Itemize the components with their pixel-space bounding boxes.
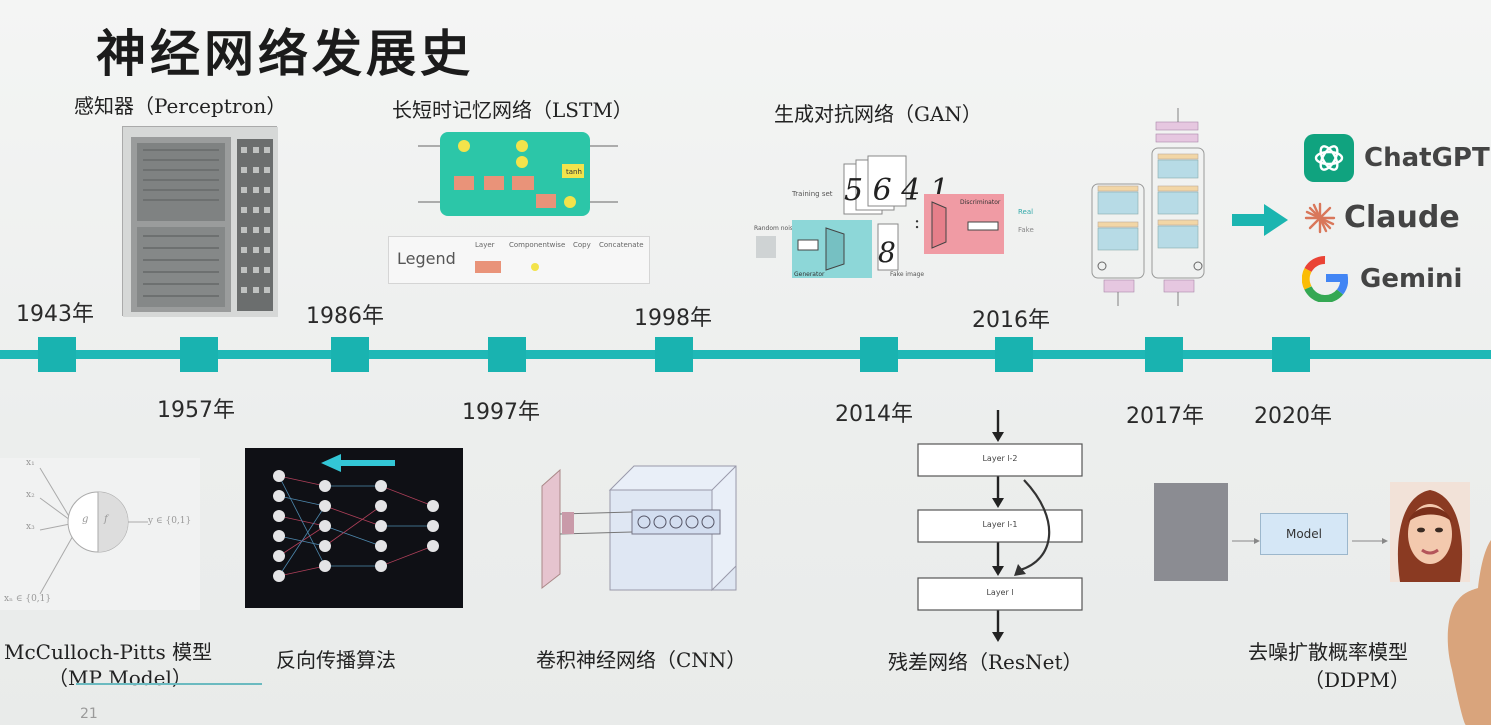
legend-item-layer: Layer: [475, 241, 495, 249]
ddpm-noise-image: [1154, 483, 1228, 581]
mp-act-f: f: [104, 514, 108, 525]
gan-diagram: Training set 5 6 4 1 Random noise Genera…: [752, 152, 1033, 282]
gan-fake-digit: 8: [878, 236, 896, 269]
timeline-node: [1272, 337, 1310, 372]
mp-neuron-diagram: x₁ x₂ x₃ xₙ ∈ {0,1} g f y ∈ {0,1}: [0, 458, 200, 610]
timeline-node: [655, 337, 693, 372]
cnn-label: 卷积神经网络（CNN）: [536, 648, 747, 672]
year-1957: 1957年: [157, 398, 235, 423]
mp-input-3: x₃: [26, 522, 35, 532]
ddpm-arrow-1: [1232, 530, 1260, 549]
mp-input-n: xₙ ∈ {0,1}: [4, 594, 52, 604]
svg-text::: :: [914, 212, 920, 233]
perceptron-label: 感知器（Perceptron）: [74, 94, 287, 118]
backprop-label: 反向传播算法: [276, 648, 396, 672]
gemini-name: Gemini: [1360, 264, 1463, 294]
ddpm-arrow-2: [1352, 530, 1388, 549]
year-1997: 1997年: [462, 400, 540, 425]
year-1943: 1943年: [16, 302, 94, 327]
mp-underline: [76, 683, 262, 685]
legend-layer-swatch: [475, 261, 501, 273]
mp-model-label-line2: （MP Model）: [48, 666, 192, 690]
perceptron-machine-image: [122, 126, 278, 317]
gemini-brand: Gemini: [1301, 256, 1463, 304]
legend-pointwise-swatch: [531, 263, 539, 271]
right-arrow-icon: [1232, 204, 1288, 240]
timeline-bar: [0, 350, 1491, 359]
claude-brand: Claude: [1304, 200, 1460, 235]
lstm-legend-title: Legend: [397, 249, 456, 268]
lstm-label: 长短时记忆网络（LSTM）: [392, 98, 633, 122]
gan-noise-label: Random noise: [754, 225, 797, 232]
claude-logo-icon: [1304, 202, 1336, 234]
lstm-legend: Legend Layer Componentwise Copy Concaten…: [388, 236, 650, 284]
legend-item-componentwise: Componentwise: [509, 241, 566, 249]
timeline-node: [1145, 337, 1183, 372]
year-1998: 1998年: [634, 306, 712, 331]
year-2017: 2017年: [1126, 404, 1204, 429]
timeline-node: [488, 337, 526, 372]
ddpm-label-line1: 去噪扩散概率模型: [1248, 640, 1408, 664]
resnet-layer-l-2: Layer l-2: [982, 454, 1018, 463]
gan-label: 生成对抗网络（GAN）: [774, 102, 982, 126]
ddpm-generated-face-image: [1390, 482, 1470, 582]
gan-fake-image-label: Fake image: [890, 271, 924, 278]
year-1986: 1986年: [306, 304, 384, 329]
chatgpt-name: ChatGPT: [1364, 143, 1490, 173]
chatgpt-brand: ChatGPT: [1304, 134, 1490, 182]
gan-generator-label: Generator: [794, 271, 825, 278]
backprop-network-image: [245, 448, 463, 608]
mp-output: y ∈ {0,1}: [148, 516, 192, 526]
ddpm-model-box: Model: [1260, 513, 1348, 555]
timeline-node: [331, 337, 369, 372]
resnet-block-diagram: Layer l-2 Layer l-1 Layer l: [912, 410, 1088, 646]
year-2020: 2020年: [1254, 404, 1332, 429]
legend-item-concatenate: Concatenate: [599, 241, 644, 249]
ddpm-label-line2: （DDPM）: [1304, 668, 1411, 692]
timeline-node: [995, 337, 1033, 372]
cnn-diagram: [536, 462, 742, 592]
timeline-node: [180, 337, 218, 372]
page-number: 21: [80, 706, 98, 722]
legend-item-copy: Copy: [573, 241, 591, 249]
chatgpt-logo-icon: [1304, 134, 1354, 182]
resnet-layer-l: Layer l: [986, 588, 1014, 597]
mp-model-label-line1: McCulloch-Pitts 模型: [4, 640, 213, 664]
gan-fake-label: Fake: [1018, 226, 1034, 234]
google-g-logo-icon: [1301, 256, 1349, 304]
page-title: 神经网络发展史: [96, 25, 474, 83]
gan-training-set: Training set: [791, 190, 833, 198]
ddpm-model-label: Model: [1285, 527, 1323, 541]
resnet-label: 残差网络（ResNet）: [888, 650, 1083, 674]
lstm-cell-diagram: tanh: [418, 118, 618, 228]
lstm-tanh-label: tanh: [566, 168, 582, 176]
gan-real-label: Real: [1018, 208, 1034, 216]
gan-discriminator-label: Discriminator: [960, 199, 1001, 206]
mp-sum-g: g: [82, 514, 89, 525]
year-2014: 2014年: [835, 402, 913, 427]
mp-input-1: x₁: [26, 458, 35, 468]
claude-name: Claude: [1344, 200, 1460, 235]
timeline-node: [38, 337, 76, 372]
presenter-hand: [1444, 540, 1491, 725]
year-2016: 2016年: [972, 308, 1050, 333]
resnet-layer-l-1: Layer l-1: [982, 520, 1018, 529]
transformer-diagram: [1086, 100, 1220, 316]
timeline-node: [860, 337, 898, 372]
mp-input-2: x₂: [26, 490, 35, 500]
